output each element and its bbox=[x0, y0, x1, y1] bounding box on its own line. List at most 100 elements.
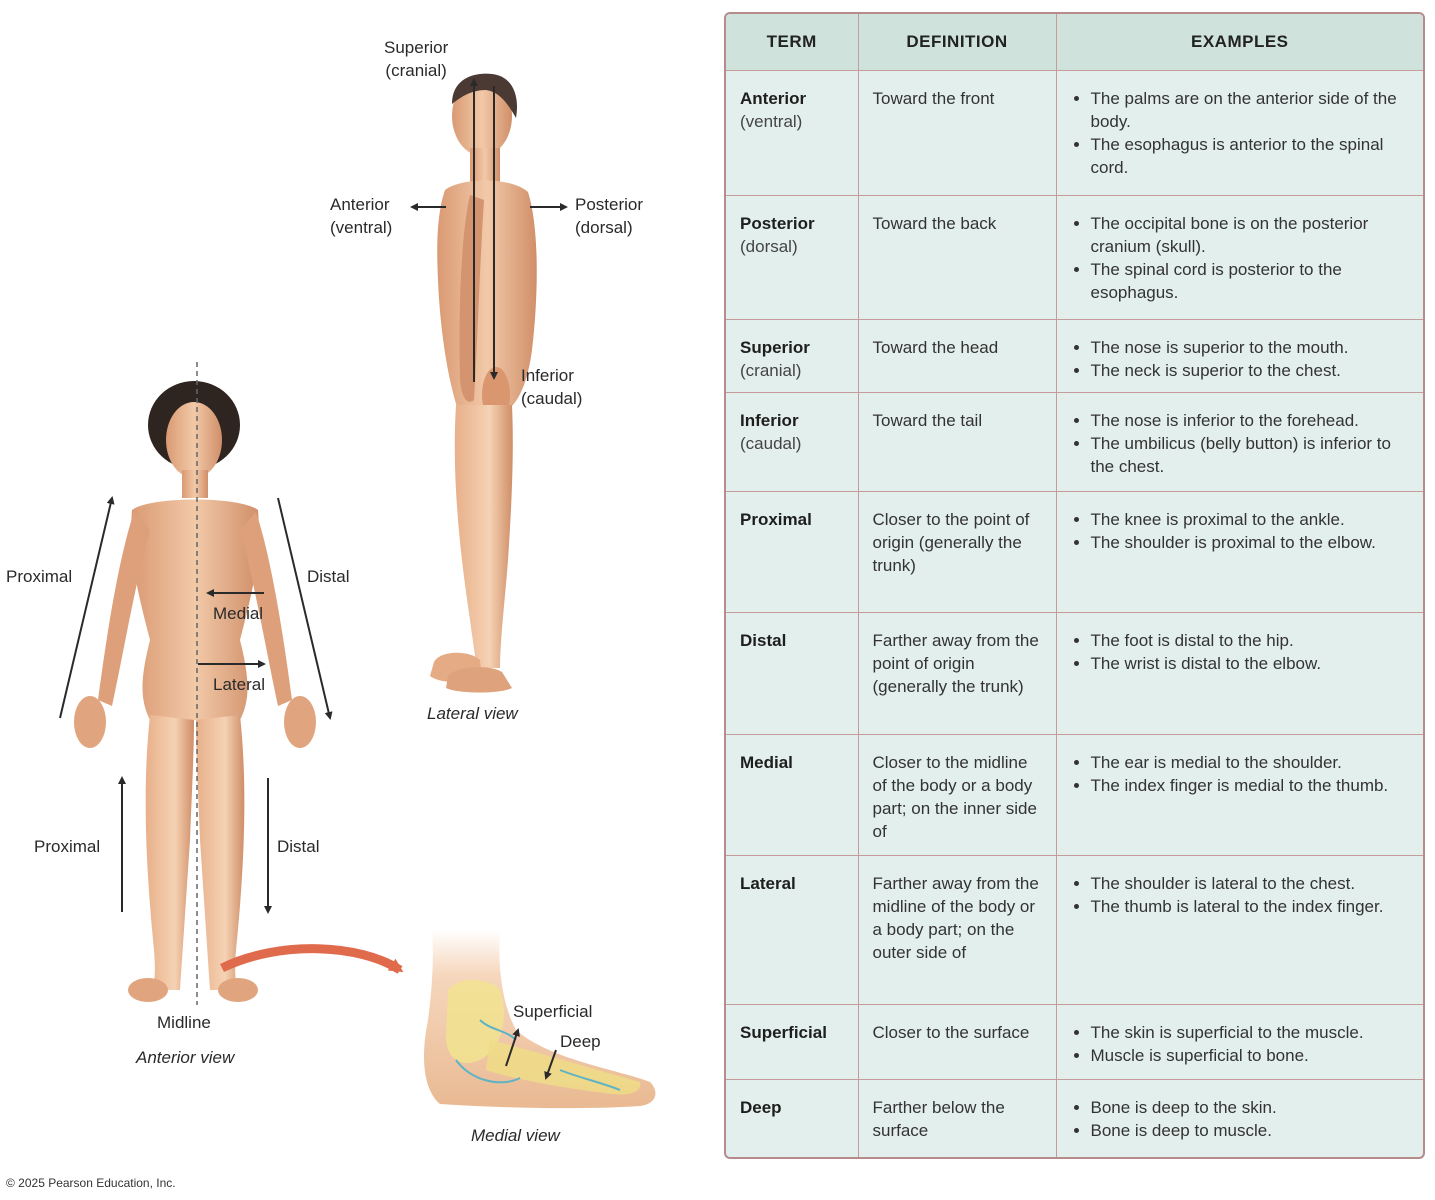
lateral-label: Lateral bbox=[213, 675, 265, 694]
examples-cell: The skin is superficial to the muscle.Mu… bbox=[1056, 1004, 1423, 1081]
superficial-label: Superficial bbox=[513, 1002, 593, 1021]
example-item: The shoulder is lateral to the chest. bbox=[1091, 872, 1410, 895]
term-cell: Superior(cranial) bbox=[726, 319, 859, 394]
example-item: The foot is distal to the hip. bbox=[1091, 629, 1410, 652]
term-name: Medial bbox=[740, 752, 793, 772]
distal-upper-label: Distal bbox=[307, 567, 350, 586]
posterior-text: Posterior bbox=[575, 195, 644, 214]
table-row: Anterior (ventral) Toward the front The pal… bbox=[726, 70, 1423, 196]
example-item: The occipital bone is on the posterior c… bbox=[1091, 212, 1410, 258]
examples-list: The nose is inferior to the forehead.The… bbox=[1071, 409, 1410, 478]
examples-cell: The nose is superior to the mouth.The ne… bbox=[1056, 319, 1423, 394]
medial-view-caption: Medial view bbox=[471, 1126, 560, 1145]
term-alt-name: (caudal) bbox=[740, 434, 802, 454]
term-cell: Inferior (caudal) bbox=[726, 392, 859, 492]
examples-list: The foot is distal to the hip.The wrist … bbox=[1071, 629, 1410, 675]
superior-label: Superior (cranial) bbox=[384, 36, 448, 82]
anterior-label: Anterior (ventral) bbox=[330, 193, 392, 239]
example-item: The shoulder is proximal to the elbow. bbox=[1091, 531, 1410, 554]
examples-list: The palms are on the anterior side of th… bbox=[1071, 87, 1410, 179]
example-item: The thumb is lateral to the index finger… bbox=[1091, 895, 1410, 918]
midline-label: Midline bbox=[157, 1013, 211, 1032]
term-name: Superior bbox=[740, 338, 810, 358]
header-term: TERM bbox=[726, 14, 859, 71]
term-name: Deep bbox=[740, 1098, 782, 1118]
definition-cell: Closer to the midline of the body or a b… bbox=[858, 734, 1057, 857]
table-row: Inferior(caudal)Toward the tailThe nose … bbox=[726, 392, 1423, 492]
female-anterior-figure bbox=[74, 381, 316, 1002]
example-item: The esophagus is anterior to the spinal … bbox=[1091, 133, 1410, 179]
table-row: Superior(cranial)Toward the head The nose… bbox=[726, 319, 1423, 394]
term-name: Posterior bbox=[740, 213, 815, 233]
term-alt-name: (ventral) bbox=[740, 112, 803, 131]
deep-arrow bbox=[544, 1049, 557, 1080]
definition-cell: Toward the head bbox=[858, 319, 1057, 394]
inferior-text: Inferior bbox=[521, 366, 574, 385]
posterior-label: Posterior (dorsal) bbox=[575, 193, 643, 239]
directional-terms-table: TERM DEFINITION EXAMPLES Anterior (ventra… bbox=[724, 12, 1425, 1159]
term-alt-name: (dorsal) bbox=[740, 236, 798, 256]
example-item: The index finger is medial to the thumb. bbox=[1091, 774, 1410, 797]
example-item: The umbilicus (belly button) is inferior… bbox=[1091, 432, 1410, 478]
term-cell: Medial bbox=[726, 734, 859, 857]
examples-cell: The nose is inferior to the forehead.The… bbox=[1056, 392, 1423, 492]
definition-cell: Toward the front bbox=[858, 70, 1057, 196]
zoom-arrow bbox=[220, 944, 404, 974]
anterior-view-caption: Anterior view bbox=[136, 1048, 235, 1067]
table-row: Posterior(dorsal)Toward the backThe occi… bbox=[726, 195, 1423, 321]
foot-medial-figure bbox=[424, 930, 656, 1109]
examples-cell: The foot is distal to the hip.The wrist … bbox=[1056, 612, 1423, 735]
distal-lower-label: Distal bbox=[277, 837, 320, 856]
medial-label: Medial bbox=[213, 604, 264, 623]
term-name: Superficial bbox=[740, 1022, 827, 1042]
definition-cell: Farther away from the point of origin (g… bbox=[858, 612, 1057, 735]
example-item: The nose is superior to the mouth. bbox=[1091, 336, 1410, 359]
term-cell: Lateral bbox=[726, 855, 859, 1005]
term-name: Proximal bbox=[740, 509, 812, 529]
examples-list: The nose is superior to the mouth.The ne… bbox=[1071, 336, 1410, 382]
examples-cell: The shoulder is lateral to the chest.The… bbox=[1056, 855, 1423, 1005]
definition-cell: Closer to the point of origin (generally… bbox=[858, 491, 1057, 614]
example-item: The nose is inferior to the forehead. bbox=[1091, 409, 1410, 432]
examples-cell: The ear is medial to the shoulder.The in… bbox=[1056, 734, 1423, 857]
examples-list: The shoulder is lateral to the chest.The… bbox=[1071, 872, 1410, 918]
examples-cell: The palms are on the anterior side of th… bbox=[1056, 70, 1423, 196]
example-item: The spinal cord is posterior to the esop… bbox=[1091, 258, 1410, 304]
examples-list: The skin is superficial to the muscle.Mu… bbox=[1071, 1021, 1410, 1067]
table-row: Medial Closer to the midline of the body … bbox=[726, 734, 1423, 857]
proximal-lower-label: Proximal bbox=[34, 837, 101, 856]
header-definition: DEFINITION bbox=[858, 14, 1057, 71]
proximal-upper-arrow bbox=[59, 496, 115, 719]
lateral-view-caption: Lateral view bbox=[427, 704, 518, 723]
anterior-text: Anterior bbox=[330, 195, 390, 214]
definition-cell: Farther away from the midline of the bod… bbox=[858, 855, 1057, 1005]
term-name: Anterior bbox=[740, 89, 807, 108]
header-examples: EXAMPLES bbox=[1056, 14, 1423, 71]
caudal-text: (caudal) bbox=[521, 389, 583, 408]
example-item: Bone is deep to the skin. bbox=[1091, 1096, 1410, 1119]
examples-cell: The occipital bone is on the posterior c… bbox=[1056, 195, 1423, 321]
term-cell: Deep bbox=[726, 1079, 859, 1157]
table-row: Proximal Closer to the point of origin (g… bbox=[726, 491, 1423, 614]
copyright-text: © 2025 Pearson Education, Inc. bbox=[6, 1176, 176, 1190]
example-item: Muscle is superficial to bone. bbox=[1091, 1044, 1410, 1067]
examples-list: The ear is medial to the shoulder.The in… bbox=[1071, 751, 1410, 797]
inferior-label: Inferior (caudal) bbox=[521, 364, 582, 410]
example-item: The skin is superficial to the muscle. bbox=[1091, 1021, 1410, 1044]
examples-list: The occipital bone is on the posterior c… bbox=[1071, 212, 1410, 304]
example-item: The palms are on the anterior side of th… bbox=[1091, 87, 1410, 133]
example-item: The ear is medial to the shoulder. bbox=[1091, 751, 1410, 774]
term-cell: Anterior (ventral) bbox=[726, 70, 859, 196]
term-name: Inferior bbox=[740, 411, 799, 431]
table-row: Lateral Farther away from the midline of … bbox=[726, 855, 1423, 1005]
dorsal-text: (dorsal) bbox=[575, 218, 633, 237]
examples-cell: The knee is proximal to the ankle.The sh… bbox=[1056, 491, 1423, 614]
term-name: Lateral bbox=[740, 874, 796, 894]
deep-label: Deep bbox=[560, 1032, 601, 1051]
table-header-row: TERM DEFINITION EXAMPLES bbox=[726, 14, 1423, 71]
superior-text: Superior bbox=[384, 38, 449, 57]
examples-cell: Bone is deep to the skin.Bone is deep to… bbox=[1056, 1080, 1423, 1157]
